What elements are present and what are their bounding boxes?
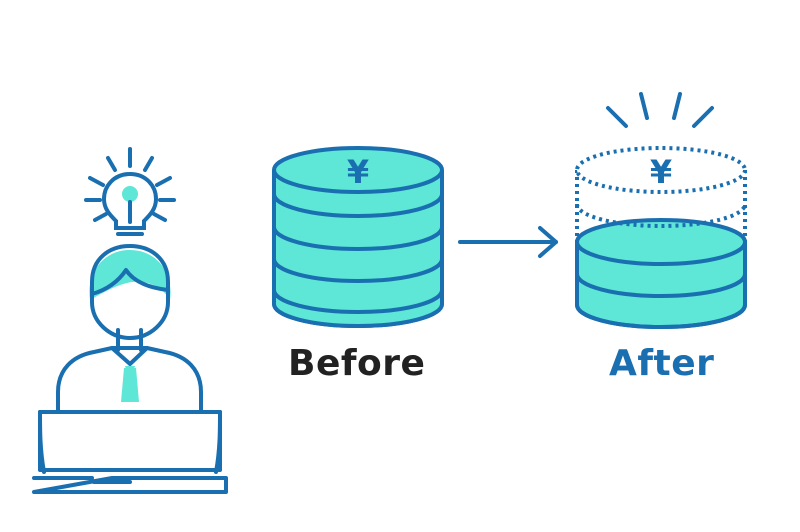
coin-stack-before-icon (272, 146, 444, 328)
arrow-right-icon (458, 226, 558, 258)
yen-symbol-after: ¥ (650, 153, 672, 191)
before-label: Before (288, 343, 426, 384)
person-at-laptop-icon (32, 244, 228, 494)
coin-stack-after-icon (575, 146, 747, 329)
sparkle-rays-icon (606, 92, 714, 128)
lightbulb-icon (84, 147, 176, 236)
yen-symbol-before: ¥ (347, 153, 369, 191)
after-label: After (609, 343, 715, 384)
